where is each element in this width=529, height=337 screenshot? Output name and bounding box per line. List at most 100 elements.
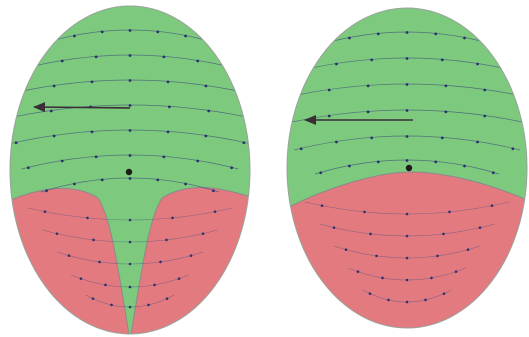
flow-marker (424, 299, 427, 302)
flow-marker (129, 79, 132, 82)
flow-marker (369, 233, 372, 236)
flow-marker (333, 226, 336, 229)
flow-marker (357, 270, 360, 273)
right-center-point (406, 165, 412, 171)
flow-marker (15, 91, 18, 94)
flow-marker (448, 211, 451, 214)
flow-marker (492, 43, 495, 46)
flow-marker (165, 239, 168, 242)
flow-marker (479, 226, 482, 229)
flow-marker (129, 177, 132, 180)
flow-marker (455, 270, 458, 273)
flow-marker (300, 147, 303, 150)
flow-marker (45, 41, 48, 44)
flow-marker (162, 55, 165, 58)
flow-marker (247, 116, 250, 119)
flow-marker (98, 261, 101, 264)
flow-marker (406, 109, 409, 112)
flow-marker (406, 301, 409, 304)
flow-marker (214, 210, 217, 213)
flow-marker (147, 304, 150, 307)
flow-marker (430, 277, 433, 280)
left-large-arrow (34, 107, 130, 108)
flow-marker (441, 136, 444, 139)
flow-marker (129, 154, 132, 157)
flow-marker (289, 95, 292, 98)
flow-marker (80, 277, 83, 280)
flow-marker (73, 35, 76, 38)
flow-marker (27, 66, 30, 69)
flow-marker (511, 147, 514, 150)
left-center-point (126, 169, 132, 175)
flow-marker (406, 257, 409, 260)
flow-marker (162, 155, 165, 158)
flow-marker (73, 183, 76, 186)
flow-marker (101, 30, 104, 33)
flow-marker (110, 304, 113, 307)
flow-marker (15, 141, 18, 144)
flow-marker (129, 286, 132, 289)
flow-marker (348, 37, 351, 40)
flow-marker (204, 85, 207, 88)
flow-marker (167, 130, 170, 133)
flow-marker (45, 189, 48, 192)
flow-marker (167, 80, 170, 83)
flow-marker (212, 41, 215, 44)
flow-marker (370, 136, 373, 139)
flow-marker (370, 58, 373, 61)
flow-marker (129, 129, 132, 132)
flow-marker (156, 178, 159, 181)
flow-marker (328, 89, 331, 92)
flow-marker (242, 141, 245, 144)
flow-marker (387, 299, 390, 302)
flow-marker (95, 155, 98, 158)
flow-marker (445, 84, 448, 87)
flow-marker (406, 31, 409, 34)
flow-marker (511, 69, 514, 72)
flow-marker (522, 95, 525, 98)
flow-marker (190, 254, 193, 257)
flow-marker (319, 171, 322, 174)
flow-marker (86, 217, 89, 220)
flow-marker (202, 232, 205, 235)
flow-marker (129, 29, 132, 32)
flow-marker (483, 115, 486, 118)
flow-marker (321, 204, 324, 207)
flow-marker (328, 115, 331, 118)
flow-marker (129, 104, 132, 107)
flow-marker (10, 116, 13, 119)
flow-marker (56, 232, 59, 235)
flow-marker (406, 83, 409, 86)
flow-marker (406, 135, 409, 138)
flow-marker (171, 217, 174, 220)
flow-marker (196, 160, 199, 163)
flow-marker (230, 166, 233, 169)
flow-marker (68, 254, 71, 257)
flow-marker (445, 110, 448, 113)
flow-marker (369, 292, 372, 295)
flow-marker (463, 37, 466, 40)
flow-marker (319, 43, 322, 46)
flow-marker (406, 159, 409, 162)
right-lower-region (287, 172, 527, 337)
flow-marker (129, 54, 132, 57)
flow-marker (230, 66, 233, 69)
flow-marker (434, 160, 437, 163)
flow-marker (348, 165, 351, 168)
flow-marker (95, 55, 98, 58)
flow-marker (367, 84, 370, 87)
flow-marker (178, 277, 181, 280)
flow-marker (91, 80, 94, 83)
flow-marker (367, 110, 370, 113)
flow-marker (184, 35, 187, 38)
flow-marker (381, 277, 384, 280)
right-panel (283, 8, 529, 337)
flow-marker (442, 233, 445, 236)
flow-marker (242, 91, 245, 94)
flow-marker (196, 60, 199, 63)
flow-marker (436, 255, 439, 258)
flow-marker (406, 279, 409, 282)
flow-marker (443, 292, 446, 295)
flow-marker (166, 297, 169, 300)
flow-marker (27, 166, 30, 169)
